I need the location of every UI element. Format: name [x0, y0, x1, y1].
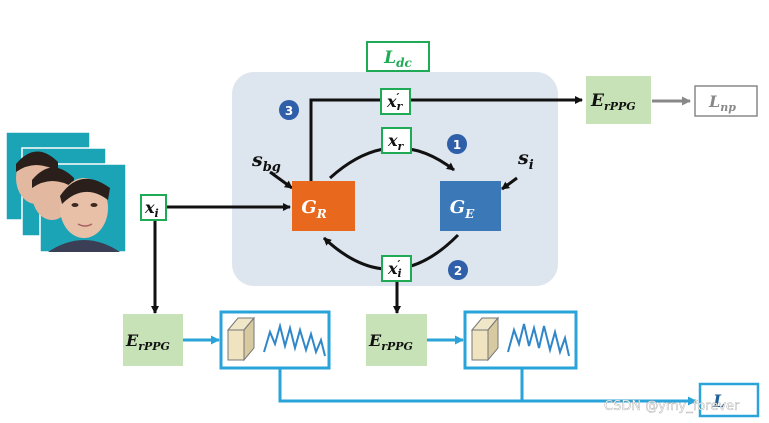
xrp-box: x′r [380, 88, 411, 115]
xip-prime: ′ [398, 258, 401, 271]
step-1-badge: 1 [447, 134, 467, 154]
xip-box: x′i [381, 255, 412, 282]
sbg-arrow [269, 170, 293, 190]
si-label: si [517, 147, 534, 173]
xi-base: x [144, 198, 155, 217]
signal-wave-right [507, 323, 570, 357]
ldc-sub: dc [396, 56, 412, 70]
svg-text:x′i: x′i [387, 258, 402, 280]
svg-text:1: 1 [453, 138, 461, 152]
svg-text:xr: xr [387, 131, 405, 153]
gr-base: G [301, 197, 316, 218]
generator-e: GE [440, 181, 501, 231]
bottom-loss-box: L [698, 382, 760, 418]
xr-sub: r [398, 140, 405, 153]
encoder-rppg-top: ErPPG [586, 76, 651, 124]
xr-base: x [387, 131, 398, 150]
svg-text:Ldc: Ldc [383, 48, 412, 70]
svg-text:GR: GR [301, 197, 326, 221]
si-arrow [501, 176, 518, 191]
watermark-text: CSDN @ymy_forever [604, 399, 740, 414]
svg-text:ErPPG: ErPPG [590, 91, 636, 113]
signal-box-left [219, 310, 331, 370]
xrp-sub: r [396, 100, 403, 113]
ldc-loss-box: Ldc [366, 41, 430, 72]
encoder-rppg-middle: ErPPG [366, 314, 427, 366]
xrp-base: x [386, 92, 397, 111]
top-loop-path [309, 98, 380, 183]
svg-text:GE: GE [450, 197, 475, 221]
signal-wave-left [263, 322, 326, 357]
ge-sub: E [464, 207, 475, 221]
signal-box-right [463, 310, 578, 370]
svg-text:x′r: x′r [386, 91, 403, 113]
svg-text:3: 3 [285, 104, 293, 118]
svg-text:L: L [712, 392, 725, 412]
lnp-loss-box: Lnp [694, 85, 758, 117]
svg-text:2: 2 [454, 264, 462, 278]
svg-text:ErPPG: ErPPG [368, 331, 413, 353]
generator-r: GR [292, 181, 355, 231]
xrp-prime: ′ [397, 91, 400, 104]
svg-text:Lnp: Lnp [708, 92, 736, 114]
svg-text:xi: xi [144, 198, 159, 220]
ge-base: G [450, 197, 465, 218]
gr-sub: R [316, 207, 327, 221]
lbottom-base: L [712, 392, 725, 412]
xi-sub: i [155, 207, 159, 220]
ldc-label: L [383, 48, 396, 68]
xr-box: xr [381, 127, 412, 154]
face-images [5, 131, 127, 253]
sbg-label: sbg [251, 149, 281, 175]
xip-base: x [387, 259, 398, 278]
step-2-badge: 2 [448, 260, 468, 280]
signal-connectors [183, 335, 697, 406]
step-3-badge: 3 [279, 100, 299, 120]
cycle-panel [232, 72, 558, 286]
svg-text:ErPPG: ErPPG [125, 331, 170, 353]
xip-sub: i [397, 267, 401, 280]
lnp-sub: np [720, 101, 736, 114]
xi-box: xi [140, 194, 167, 221]
lnp-base: L [708, 92, 720, 111]
encoder-rppg-left: ErPPG [123, 314, 183, 366]
